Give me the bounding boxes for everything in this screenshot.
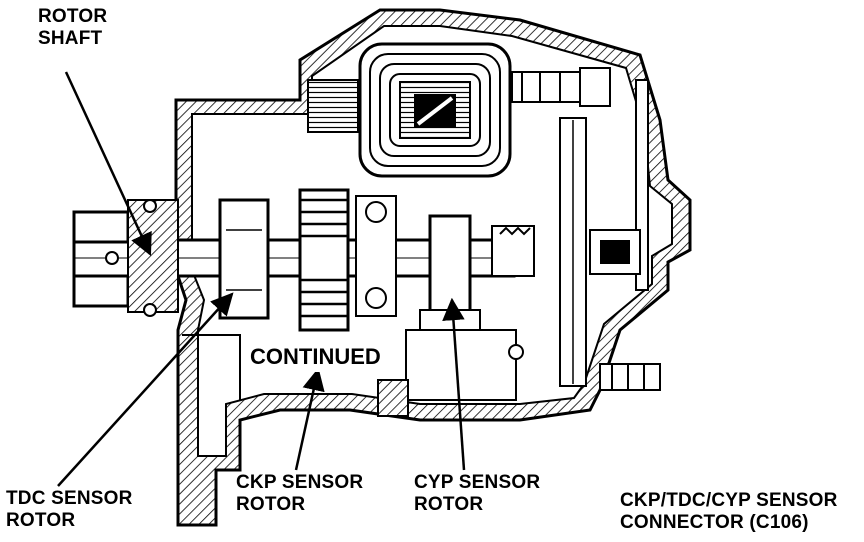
distributor-cap-side (559, 79, 661, 391)
label-rotor-shaft-line2: SHAFT (38, 28, 103, 49)
label-connector-line1: CKP/TDC/CYP SENSOR (620, 490, 838, 511)
bearing (355, 195, 397, 317)
ignition-coil (307, 42, 611, 178)
label-tdc-sensor-rotor: TDC SENSOR ROTOR (6, 488, 133, 532)
label-tdc-sensor-rotor-line2: ROTOR (6, 510, 76, 531)
label-cyp-sensor-rotor: CYP SENSOR ROTOR (414, 472, 540, 516)
continued-banner: CONTINUED (246, 342, 385, 372)
label-ckp-sensor-rotor-line2: ROTOR (236, 494, 306, 515)
ckp-sensor-rotor (298, 188, 350, 332)
label-rotor-shaft: ROTOR SHAFT (38, 6, 107, 50)
label-connector-line2: CONNECTOR (C106) (620, 512, 809, 533)
label-rotor-shaft-line1: ROTOR (38, 6, 108, 27)
label-ckp-sensor-rotor: CKP SENSOR ROTOR (236, 472, 363, 516)
label-cyp-sensor-rotor-line1: CYP SENSOR (414, 472, 541, 493)
label-tdc-sensor-rotor-line1: TDC SENSOR (6, 488, 133, 509)
label-ckp-sensor-rotor-line1: CKP SENSOR (236, 472, 364, 493)
label-connector: CKP/TDC/CYP SENSOR CONNECTOR (C106) (620, 490, 838, 534)
label-cyp-sensor-rotor-line2: ROTOR (414, 494, 484, 515)
cyp-sensor-rotor-leader (442, 297, 466, 471)
leader-lines (57, 71, 466, 487)
ckp-sensor-rotor-leader (294, 367, 325, 471)
tdc-sensor-rotor-leader (57, 292, 234, 487)
rotor-shaft-leader (64, 71, 152, 257)
